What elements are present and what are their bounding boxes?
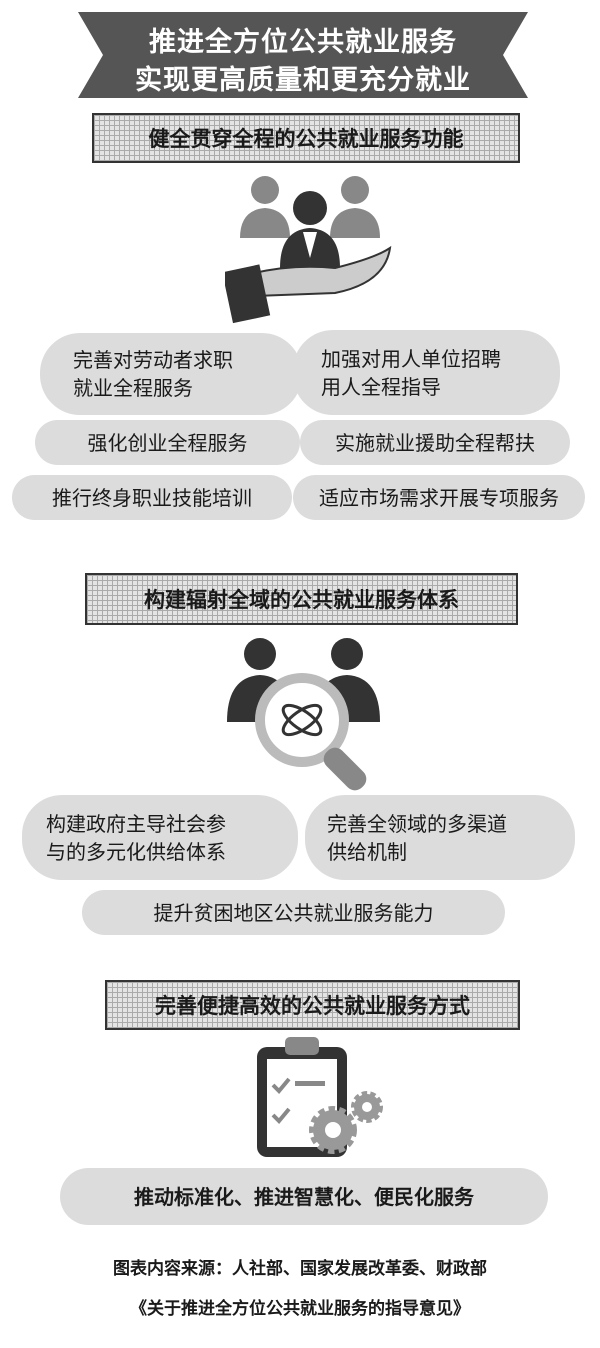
item-job-seeker-service: 完善对劳动者求职就业全程服务 [40,333,302,415]
item-line: 就业全程服务 [73,376,193,400]
item-line: 强化创业全程服务 [87,430,248,455]
item-line: 实施就业援助全程帮扶 [335,430,535,455]
item-multi-channel-supply: 完善全领域的多渠道供给机制 [305,795,575,880]
item-line: 加强对用人单位招聘 [321,346,501,371]
clipboard-gears-icon [257,1037,383,1157]
section-3-heading: 完善便捷高效的公共就业服务方式 [105,980,520,1030]
item-line: 推行终身职业技能培训 [52,485,252,510]
people-magnifier-icon [227,638,380,791]
people-in-hand-icon [225,176,392,324]
item-poor-areas-capacity: 提升贫困地区公共就业服务能力 [82,890,505,935]
item-line: 与的多元化供给体系 [46,839,226,864]
item-special-services: 适应市场需求开展专项服务 [293,475,585,520]
item-employer-guidance: 加强对用人单位招聘用人全程指导 [293,330,560,415]
item-line: 适应市场需求开展专项服务 [319,485,559,510]
source-line: 图表内容来源：人社部、国家发展改革委、财政部 [113,1259,487,1279]
item-line: 完善全领域的多渠道 [327,811,507,836]
item-line: 提升贫困地区公共就业服务能力 [153,900,434,925]
section-2-heading: 构建辐射全域的公共就业服务体系 [85,573,518,625]
title-line-1: 推进全方位公共就业服务 [149,27,457,58]
section-1-heading: 健全贯穿全程的公共就业服务功能 [92,113,520,163]
source-document: 《关于推进全方位公共就业服务的指导意见》 [130,1299,470,1319]
item-entrepreneurship: 强化创业全程服务 [35,420,300,465]
item-lifelong-training: 推行终身职业技能培训 [12,475,292,520]
item-line: 构建政府主导社会参 [46,811,226,836]
title-line-2: 实现更高质量和更充分就业 [135,65,471,96]
item-line: 完善对劳动者求职 [73,348,233,372]
title-banner: 推进全方位公共就业服务 实现更高质量和更充分就业 [78,12,528,98]
banner-ribbon-shape [78,12,528,98]
item-employment-assistance: 实施就业援助全程帮扶 [300,420,570,465]
item-line: 供给机制 [327,839,407,864]
item-line: 用人全程指导 [321,374,441,399]
item-standardization: 推动标准化、推进智慧化、便民化服务 [60,1168,548,1225]
item-multi-supply-system: 构建政府主导社会参与的多元化供给体系 [22,795,298,880]
item-line: 推动标准化、推进智慧化、便民化服务 [134,1184,474,1209]
